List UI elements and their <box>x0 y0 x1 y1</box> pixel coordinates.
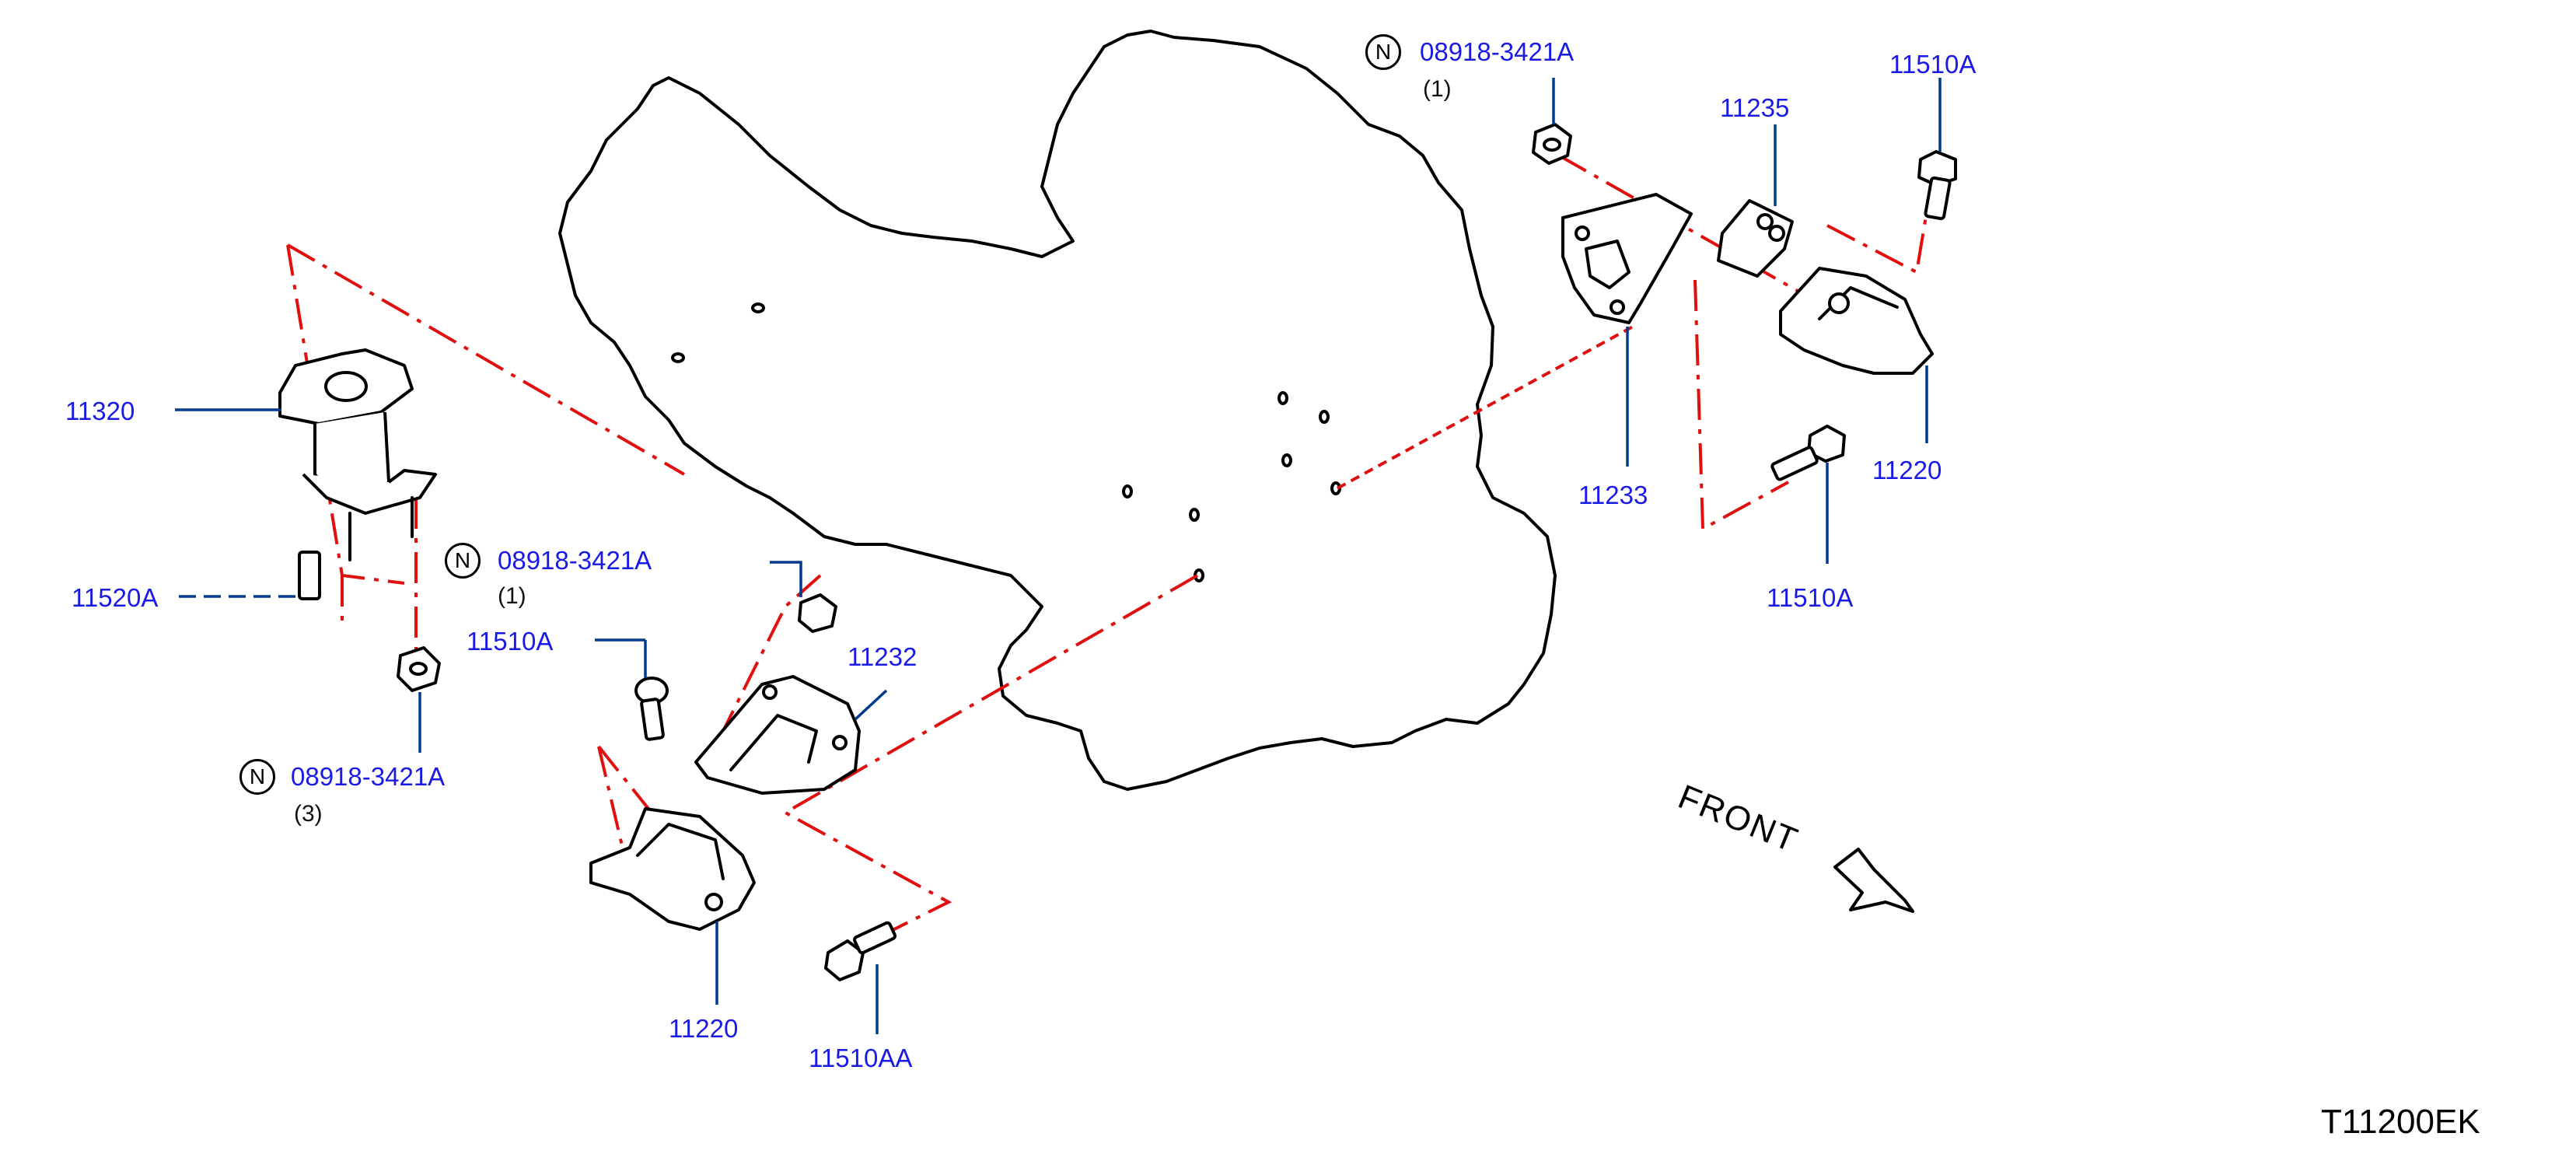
part-label-11220-bottom[interactable]: 11220 <box>669 1014 739 1043</box>
part-label-nut-mid[interactable]: 08918-3421A <box>498 546 652 575</box>
part-label-nut-left[interactable]: 08918-3421A <box>291 762 446 791</box>
part-label-nut-top[interactable]: 08918-3421A <box>1420 37 1575 66</box>
bolt-11520A <box>298 551 321 600</box>
engine-hole <box>1278 391 1288 405</box>
engine-hole <box>1122 484 1133 498</box>
part-label-11510AA[interactable]: 11510AA <box>809 1044 913 1072</box>
insulator-11220-bottom <box>589 807 756 931</box>
flange-nut-top <box>1532 123 1572 165</box>
phantom-line-right-2 <box>1693 201 1930 532</box>
flange-nut-mid <box>798 593 837 633</box>
engine-hole <box>671 352 685 363</box>
front-arrow-icon <box>1833 848 1914 913</box>
part-label-11510A-right[interactable]: 11510A <box>1767 583 1854 612</box>
bracket-11232 <box>694 675 861 795</box>
phantom-line-mid <box>714 574 822 747</box>
phantom-line-top-nut <box>1558 154 1820 305</box>
diagram-code: T11200EK <box>2321 1103 2480 1141</box>
engine-transmission-outline <box>558 30 1557 791</box>
phantom-line-center <box>781 574 1198 954</box>
bracket-11233 <box>1561 193 1693 324</box>
nut-symbol-left: N <box>239 759 275 795</box>
nut-symbol-mid: N <box>445 543 481 579</box>
qty-nut-mid: (1) <box>498 583 526 609</box>
part-label-11510A-top[interactable]: 11510A <box>1889 50 1977 79</box>
qty-nut-top: (1) <box>1423 76 1452 102</box>
engine-hole <box>1281 453 1292 467</box>
engine-mount-11320 <box>278 348 437 561</box>
leader-11232 <box>854 689 888 721</box>
bolt-11510A-top <box>1917 150 1957 221</box>
part-label-11520A[interactable]: 11520A <box>72 583 159 612</box>
flange-nut-left <box>397 646 441 692</box>
plate-11235 <box>1717 199 1794 278</box>
qty-nut-left: (3) <box>294 801 323 827</box>
phantom-line-right <box>1337 325 1634 490</box>
engine-hole <box>751 302 765 313</box>
leader-nut-mid <box>770 561 802 597</box>
part-label-11220-right[interactable]: 11220 <box>1872 456 1942 484</box>
bolt-11510AA <box>824 921 897 981</box>
phantom-line-left-vertical <box>341 498 418 669</box>
part-label-11233[interactable]: 11233 <box>1578 481 1648 509</box>
part-label-11235[interactable]: 11235 <box>1720 93 1790 122</box>
part-label-11320[interactable]: 11320 <box>65 397 135 425</box>
nut-symbol-top: N <box>1365 34 1401 70</box>
part-label-11232[interactable]: 11232 <box>848 642 918 671</box>
part-label-11510A-mid[interactable]: 11510A <box>467 627 554 656</box>
bolt-11510A-mid <box>634 677 669 741</box>
insulator-11220-right <box>1779 267 1934 375</box>
engine-hole <box>1189 508 1200 522</box>
bolt-11510A-right <box>1770 425 1846 481</box>
engine-hole <box>1319 410 1330 424</box>
